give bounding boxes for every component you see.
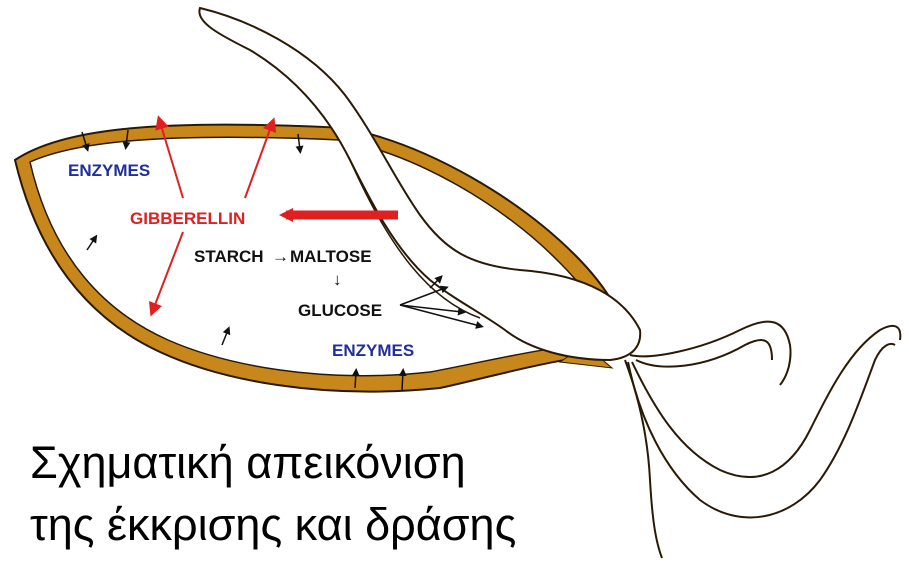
down-arrow: ↓	[333, 270, 342, 289]
enzymes-label-bottom: ENZYMES	[332, 341, 414, 360]
starch-label: STARCH	[194, 247, 264, 266]
gibberellin-label: GIBBERELLIN	[130, 209, 245, 228]
caption-line-1: Σχηματική απεικόνιση	[30, 440, 670, 485]
starch-arrow: →	[272, 247, 289, 266]
enzymes-label-top: ENZYMES	[68, 161, 150, 180]
glucose-label: GLUCOSE	[298, 301, 382, 320]
caption-line-2: της έκκρισης και δράσης	[30, 502, 670, 547]
maltose-label: MALTOSE	[290, 247, 372, 266]
